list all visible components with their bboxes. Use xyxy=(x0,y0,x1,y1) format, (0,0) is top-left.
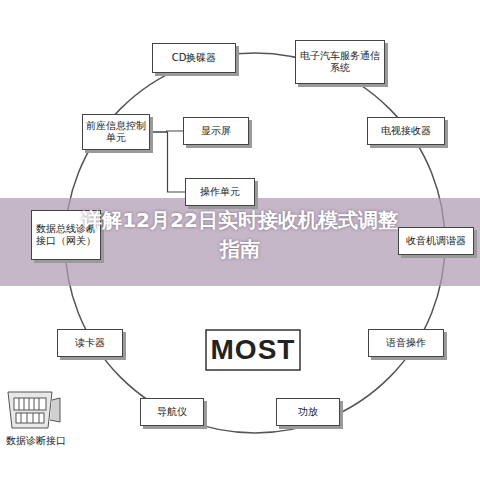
module-box: 导航仪 xyxy=(140,398,204,426)
module-label: 读卡器 xyxy=(75,337,105,349)
module-box: 收音机调谐器 xyxy=(398,227,474,255)
module-box: 电视接收器 xyxy=(367,117,445,145)
module-box: 读卡器 xyxy=(57,329,123,357)
module-label: CD换碟器 xyxy=(172,52,217,64)
module-label: 操作单元 xyxy=(200,186,240,198)
module-label: 显示屏 xyxy=(201,125,231,137)
module-label: 电子汽车服务通信系统 xyxy=(299,50,381,74)
module-label: 收音机调谐器 xyxy=(406,235,466,247)
connector-caption: 数据诊断接口 xyxy=(6,434,66,448)
module-label: 语音操作 xyxy=(386,337,426,349)
module-label: 电视接收器 xyxy=(381,125,431,137)
module-label: 导航仪 xyxy=(157,406,187,418)
module-box: 前座信息控制单元 xyxy=(82,114,150,150)
module-box: 显示屏 xyxy=(183,117,249,145)
module-label: 前座信息控制单元 xyxy=(86,120,146,144)
bus-connector xyxy=(150,132,185,192)
module-box: 电子汽车服务通信系统 xyxy=(295,40,385,84)
banner-title: 详解12月22日实时接收机模式调整指南 xyxy=(80,206,400,264)
module-label: 功放 xyxy=(298,406,318,418)
module-box: CD换碟器 xyxy=(152,43,236,73)
logo-frame xyxy=(206,330,300,370)
module-box: 操作单元 xyxy=(185,178,255,206)
obd-connector xyxy=(8,392,60,428)
most-logo: MOST xyxy=(206,330,300,370)
module-box: 语音操作 xyxy=(368,329,444,357)
module-box: 功放 xyxy=(276,398,340,426)
